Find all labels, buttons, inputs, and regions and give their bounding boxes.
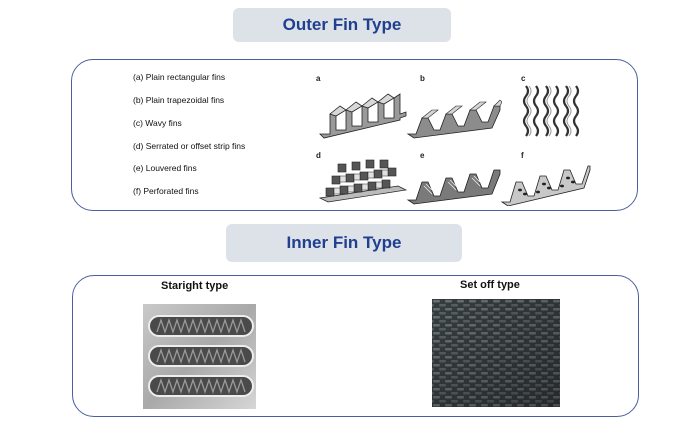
letter-f: f [521, 151, 524, 160]
rectangular-fin-illustration [319, 93, 407, 139]
trapezoidal-fin-illustration [406, 99, 502, 139]
letter-b: b [420, 74, 425, 83]
letter-c: c [521, 74, 526, 83]
fin-label-c: (c) Wavy fins [133, 118, 182, 128]
fin-label-a: (a) Plain rectangular fins [133, 72, 226, 82]
outer-fin-title: Outer Fin Type [233, 8, 451, 42]
fin-label-d: (d) Serrated or offset strip fins [133, 141, 246, 151]
wavy-fin-illustration [522, 85, 580, 137]
fin-label-e: (e) Louvered fins [133, 163, 197, 173]
straight-type-label: Staright type [161, 280, 229, 292]
louvered-fin-illustration [406, 169, 501, 205]
letter-e: e [420, 151, 425, 160]
fin-label-f: (f) Perforated fins [133, 186, 199, 196]
straight-type-photo [143, 304, 256, 409]
inner-fin-title: Inner Fin Type [226, 224, 462, 262]
fin-label-b: (b) Plain trapezoidal fins [133, 95, 225, 105]
perforated-fin-illustration [500, 165, 591, 206]
letter-a: a [316, 74, 321, 83]
setoff-type-label: Set off type [460, 279, 520, 291]
offset-strip-fin-illustration [318, 159, 408, 203]
letter-d: d [316, 151, 321, 160]
setoff-type-photo [432, 299, 560, 407]
